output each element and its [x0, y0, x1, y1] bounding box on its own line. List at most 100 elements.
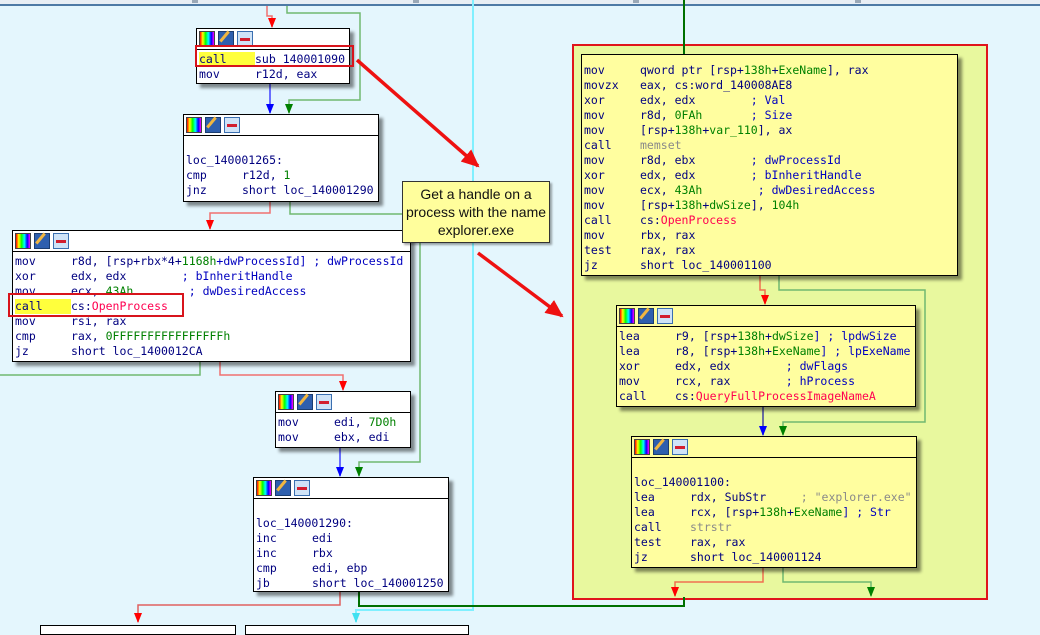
edit-pencil-icon[interactable]	[297, 394, 313, 410]
code-block-partial[interactable]	[40, 625, 236, 635]
operand[interactable]: OpenProcess	[660, 213, 737, 227]
graph-overview-icon[interactable]	[657, 308, 673, 324]
edge-false	[671, 566, 764, 597]
mnemonic: jz	[15, 344, 29, 358]
operand: +	[702, 123, 710, 137]
edge-false	[206, 200, 271, 230]
operand[interactable]: strstr	[690, 520, 732, 534]
edit-pencil-icon[interactable]	[34, 233, 50, 249]
operand: ExeName	[771, 344, 821, 358]
graph-overview-icon[interactable]	[672, 439, 688, 455]
code-block-partial[interactable]	[245, 625, 469, 635]
edit-pencil-icon[interactable]	[205, 117, 221, 133]
location-label[interactable]: loc_140001100:	[634, 475, 731, 489]
operand[interactable]: memset	[640, 138, 682, 152]
edit-pencil-icon[interactable]	[218, 31, 234, 47]
location-label[interactable]: loc_140001265:	[186, 153, 283, 167]
color-palette-icon[interactable]	[15, 233, 31, 249]
operand: short loc_140001124	[690, 550, 822, 564]
color-palette-icon[interactable]	[278, 394, 294, 410]
graph-overview-icon[interactable]	[224, 117, 240, 133]
instruction-line[interactable]: mov[rsp+138h+var_110], ax	[584, 123, 955, 138]
graph-overview-icon[interactable]	[237, 31, 253, 47]
operand: edx, edx	[640, 93, 751, 107]
operand: ; Size	[702, 108, 793, 122]
graph-overview-icon[interactable]	[294, 480, 310, 496]
location-label[interactable]: loc_140001290:	[256, 516, 353, 530]
color-palette-icon[interactable]	[199, 31, 215, 47]
instruction-line[interactable]: mov[rsp+138h+dwSize], 104h	[584, 198, 955, 213]
color-palette-icon[interactable]	[634, 439, 650, 455]
edit-pencil-icon[interactable]	[653, 439, 669, 455]
edit-pencil-icon[interactable]	[638, 308, 654, 324]
edit-pencil-icon[interactable]	[275, 480, 291, 496]
operand[interactable]: QueryFullProcessImageNameA	[695, 389, 876, 403]
mnemonic: xor	[584, 168, 605, 182]
operand: +dwProcessId] ; dwProcessId	[216, 254, 404, 268]
graph-overview-icon[interactable]	[316, 394, 332, 410]
operand[interactable]: OpenProcess	[91, 299, 168, 313]
color-palette-icon[interactable]	[619, 308, 635, 324]
node-header	[184, 115, 378, 136]
annotation-text: Get a handle on a process with the name …	[405, 186, 547, 238]
graph-overview-icon[interactable]	[53, 233, 69, 249]
operand: var_110	[709, 123, 758, 137]
edge-true	[358, 590, 685, 607]
mnemonic: mov	[15, 254, 36, 268]
mnemonic: inc	[256, 531, 277, 545]
blank-line	[256, 501, 446, 516]
color-palette-icon[interactable]	[256, 480, 272, 496]
mnemonic: mov	[15, 314, 36, 328]
color-palette-icon[interactable]	[186, 117, 202, 133]
